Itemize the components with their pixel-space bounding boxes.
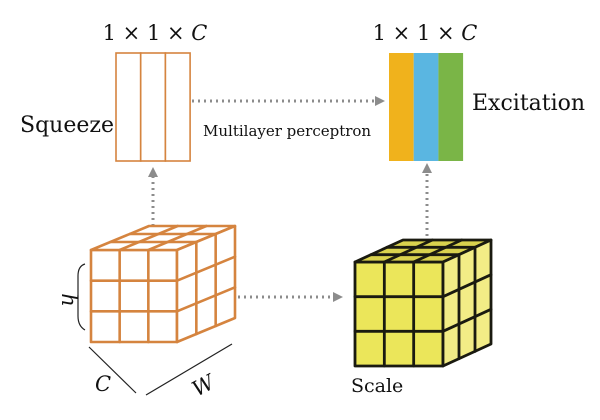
axis-c-brace <box>88 346 137 394</box>
excitation-stripe <box>438 53 464 161</box>
cube-grid-line <box>441 273 493 299</box>
excitation-dimension: 1 × 1 × C <box>373 21 478 45</box>
input-tensor-cube <box>89 224 237 344</box>
cube-grid-line <box>175 286 237 313</box>
excitation-label: Excitation <box>472 91 585 116</box>
excitation-vector: 1 × 1 × C Excitation <box>373 21 585 161</box>
scale-label: Scale <box>351 375 403 397</box>
squeeze-stripe <box>115 52 142 162</box>
squeeze-stripes <box>115 52 191 162</box>
cube-front-face <box>89 248 179 344</box>
cube-grid-line <box>412 238 464 264</box>
squeeze-dimension: 1 × 1 × C <box>103 21 208 45</box>
excitation-stripe <box>389 53 414 161</box>
cube-side-face <box>441 238 493 368</box>
cube-front-face <box>353 260 445 368</box>
cube-grid-line <box>441 307 493 333</box>
cube-grid-line <box>118 224 179 252</box>
mlp-label: Multilayer perceptron <box>203 122 371 140</box>
axis-w-brace <box>145 343 233 396</box>
axis-h-brace <box>77 263 86 331</box>
squeeze-stripe <box>164 52 191 162</box>
squeeze-label: Squeeze <box>20 113 114 138</box>
axis-h-label: h <box>57 293 81 307</box>
squeeze-vector: 1 × 1 × C Squeeze <box>20 21 208 162</box>
excitation-stripes <box>389 53 464 161</box>
excitation-stripe <box>413 53 439 161</box>
cube-grid-line <box>147 224 208 252</box>
axis-w-label: W <box>188 369 220 401</box>
cube-grid-line <box>175 255 237 282</box>
cube-grid-line <box>382 238 434 264</box>
squeeze-stripe <box>139 52 167 162</box>
axis-c-label: C <box>95 372 111 396</box>
scaled-tensor-cube <box>353 238 493 368</box>
